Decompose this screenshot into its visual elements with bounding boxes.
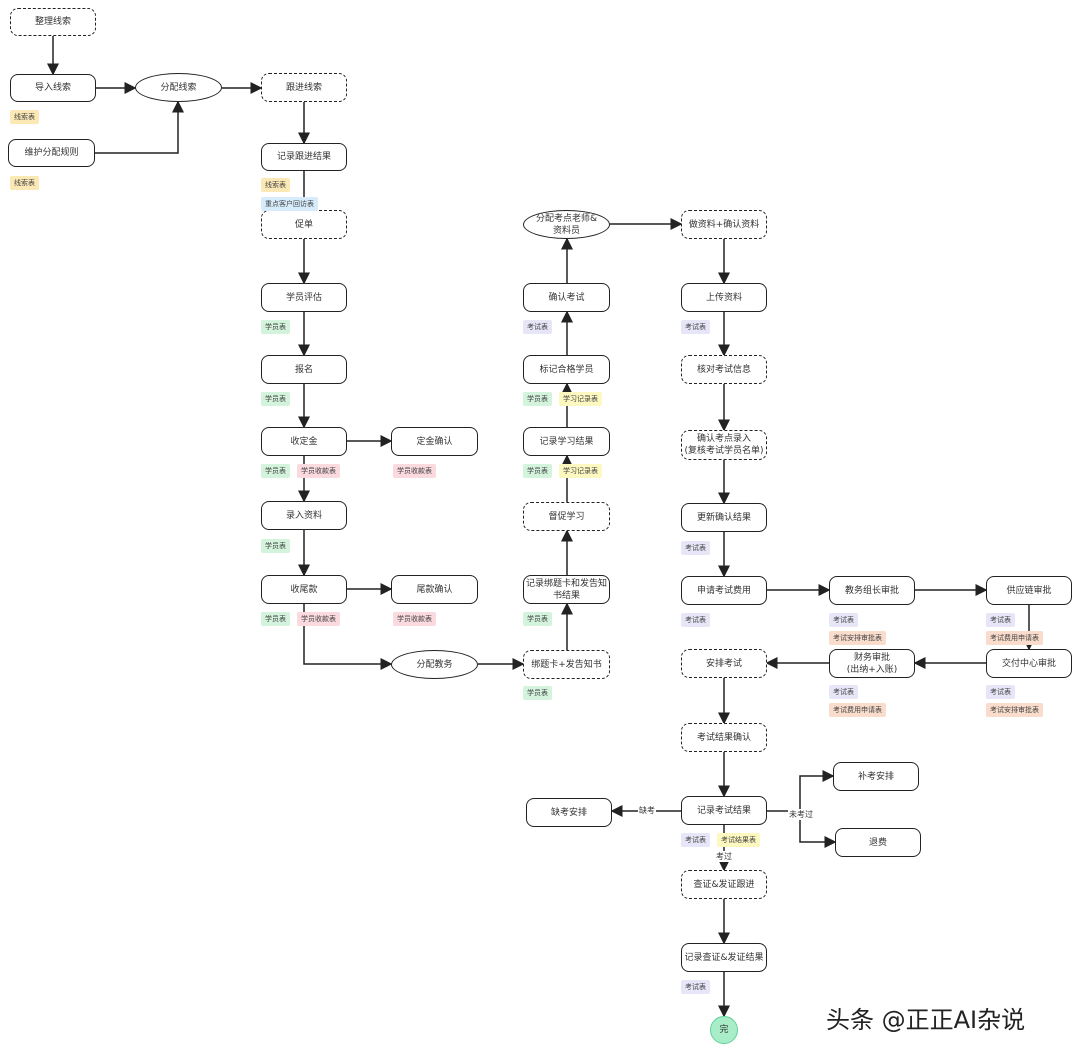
data-table-tag: 线索表 xyxy=(10,176,39,190)
flow-node: 整理线索 xyxy=(10,8,96,36)
data-table-tag: 线索表 xyxy=(10,110,39,124)
flow-node: 绑题卡+发告知书 xyxy=(523,650,610,679)
data-table-tag: 学员表 xyxy=(261,464,290,478)
data-table-tag: 线索表 xyxy=(261,178,290,192)
flow-node: 财务审批 (出纳+入账) xyxy=(829,649,915,678)
flow-node: 报名 xyxy=(261,355,347,384)
flow-node: 退费 xyxy=(835,828,921,857)
data-table-tag: 学员表 xyxy=(261,539,290,553)
data-table-tag: 考试安排审批表 xyxy=(829,631,886,645)
flow-node: 分配考点老师& 资料员 xyxy=(523,210,610,239)
flow-node: 跟进线索 xyxy=(261,73,347,102)
flow-node: 核对考试信息 xyxy=(681,355,767,384)
flow-node: 记录学习结果 xyxy=(523,427,610,456)
data-table-tag: 学员收款表 xyxy=(297,464,340,478)
flow-node: 督促学习 xyxy=(523,502,610,531)
data-table-tag: 学习记录表 xyxy=(559,392,602,406)
flow-node: 补考安排 xyxy=(833,762,919,791)
data-table-tag: 考试表 xyxy=(681,613,710,627)
data-table-tag: 学员表 xyxy=(523,612,552,626)
data-table-tag: 考试结果表 xyxy=(717,833,760,847)
edge-label-failed: 未考过 xyxy=(788,809,814,820)
flow-node: 导入线索 xyxy=(10,74,96,102)
data-table-tag: 考试表 xyxy=(681,541,710,555)
flow-node: 安排考试 xyxy=(681,649,767,678)
flow-arrow xyxy=(95,100,184,154)
flow-node: 录入资料 xyxy=(261,501,347,530)
flow-node: 确认考试 xyxy=(523,283,610,312)
flow-node: 促单 xyxy=(261,210,347,239)
data-table-tag: 考试表 xyxy=(681,833,710,847)
flow-node: 维护分配规则 xyxy=(8,139,95,167)
flow-node: 更新确认结果 xyxy=(681,503,767,532)
data-table-tag: 学员收款表 xyxy=(297,612,340,626)
data-table-tag: 考试表 xyxy=(681,980,710,994)
flow-node: 收尾款 xyxy=(261,575,347,604)
flow-node: 分配教务 xyxy=(391,650,478,679)
edge-label-absent: 缺考 xyxy=(638,805,656,816)
flow-node: 定金确认 xyxy=(391,427,478,456)
flow-node: 交付中心审批 xyxy=(986,649,1072,678)
data-table-tag: 学员表 xyxy=(523,686,552,700)
flow-node: 记录查证&发证结果 xyxy=(681,943,767,972)
end-node: 完 xyxy=(710,1016,738,1044)
flow-node: 分配线索 xyxy=(135,73,222,102)
edge-label-passed: 考过 xyxy=(715,851,733,862)
data-table-tag: 考试费用申请表 xyxy=(829,703,886,717)
data-table-tag: 考试安排审批表 xyxy=(986,703,1043,717)
data-table-tag: 学习记录表 xyxy=(559,464,602,478)
data-table-tag: 考试表 xyxy=(986,613,1015,627)
flow-arrow xyxy=(767,770,835,812)
flow-node: 做资料+确认资料 xyxy=(681,210,767,239)
flow-node: 确认考点录入 (复核考试学员名单) xyxy=(681,430,767,460)
flow-node: 查证&发证跟进 xyxy=(681,870,767,899)
flow-node: 考试结果确认 xyxy=(681,723,767,752)
data-table-tag: 考试表 xyxy=(523,320,552,334)
data-table-tag: 考试表 xyxy=(829,613,858,627)
watermark-brand: 头条 @正正AI杂说 xyxy=(826,1006,1026,1034)
flow-node: 学员评估 xyxy=(261,283,347,312)
data-table-tag: 考试费用申请表 xyxy=(986,631,1043,645)
flow-node: 尾款确认 xyxy=(391,575,478,604)
data-table-tag: 学员收款表 xyxy=(393,464,436,478)
data-table-tag: 学员表 xyxy=(261,320,290,334)
flow-arrow xyxy=(799,811,837,848)
flow-node: 记录跟进结果 xyxy=(261,143,347,171)
flow-node: 记录绑题卡和发告知 书结果 xyxy=(523,575,610,604)
flow-node: 申请考试费用 xyxy=(681,576,767,605)
data-table-tag: 学员表 xyxy=(261,612,290,626)
data-table-tag: 考试表 xyxy=(829,685,858,699)
data-table-tag: 学员收款表 xyxy=(393,612,436,626)
flow-node: 记录考试结果 xyxy=(681,796,767,825)
flow-node: 缺考安排 xyxy=(526,798,612,827)
flow-node: 收定金 xyxy=(261,427,347,456)
flow-node: 上传资料 xyxy=(681,283,767,312)
data-table-tag: 重点客户回访表 xyxy=(261,197,318,211)
data-table-tag: 学员表 xyxy=(523,464,552,478)
flow-node: 标记合格学员 xyxy=(523,355,610,384)
data-table-tag: 考试表 xyxy=(986,685,1015,699)
data-table-tag: 学员表 xyxy=(523,392,552,406)
data-table-tag: 考试表 xyxy=(681,320,710,334)
data-table-tag: 学员表 xyxy=(261,392,290,406)
flow-node: 供应链审批 xyxy=(986,576,1072,605)
flow-node: 教务组长审批 xyxy=(829,576,915,605)
